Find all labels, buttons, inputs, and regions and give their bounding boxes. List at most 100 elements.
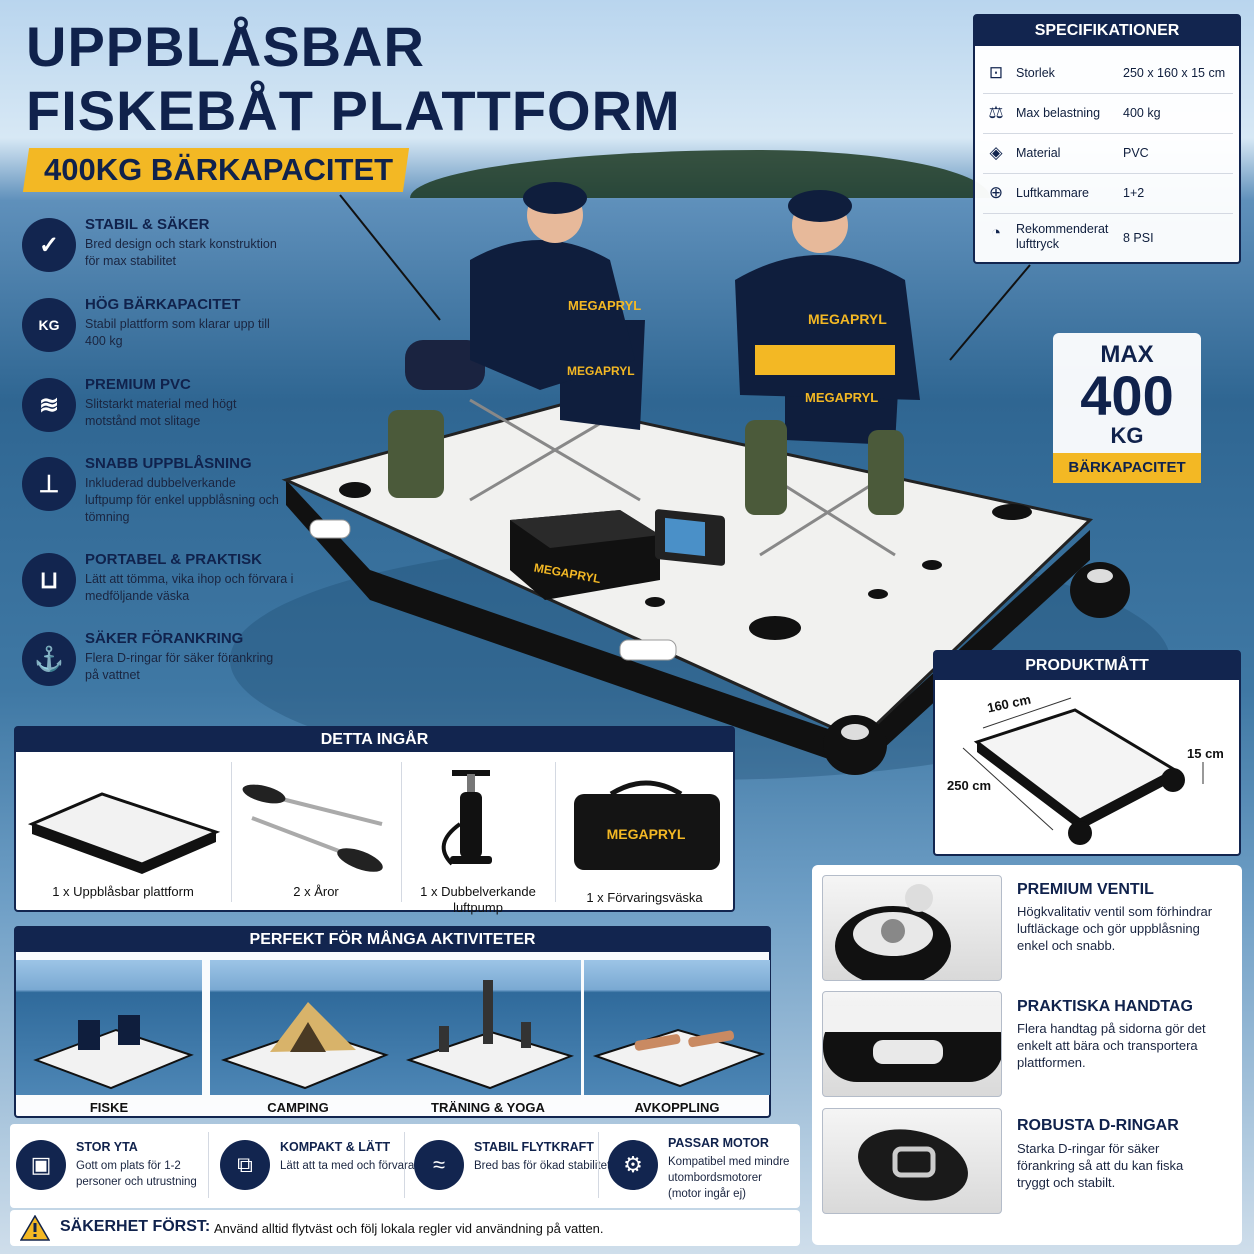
- feature-title: PORTABEL & PRAKTISK: [85, 551, 262, 568]
- included-label: 1 x Uppblåsbar plattform: [52, 884, 194, 899]
- included-oars: 2 x Åror: [232, 756, 400, 906]
- activity-label: CAMPING: [267, 1100, 329, 1115]
- feature-title: SNABB UPPBLÅSNING: [85, 455, 252, 472]
- included-label: 2 x Åror: [293, 884, 339, 899]
- bottom-feature-buoyancy: ≈ STABIL FLYTKRAFT Bred bas för ökad sta…: [414, 1130, 610, 1202]
- page-title-line1: UPPBLÅSBAR: [26, 15, 425, 78]
- feature-capacity: KG HÖG BÄRKAPACITET Stabil plattform som…: [22, 296, 277, 366]
- activity-photo-camping: [210, 960, 396, 1095]
- waves-icon: ≈: [414, 1140, 464, 1190]
- size-icon: ⊡: [988, 63, 1004, 82]
- dimension-height: 15 cm: [1187, 746, 1224, 761]
- jacket-brand-left: MEGAPRYL: [568, 298, 641, 313]
- activities-header: PERFEKT FÖR MÅNGA AKTIVITETER: [16, 928, 769, 952]
- bottom-feature-title: STABIL FLYTKRAFT: [474, 1140, 594, 1154]
- bottom-feature-desc: Bred bas för ökad stabilitet: [474, 1160, 611, 1172]
- spec-key: Luftkammare: [1016, 186, 1089, 200]
- activity-photo-relax: [584, 960, 770, 1095]
- feature-desc: Stabil plattform som klarar upp till 400…: [85, 317, 270, 348]
- spec-key: Material: [1016, 146, 1061, 160]
- activity-label: AVKOPPLING: [634, 1100, 720, 1115]
- max-capacity-label: BÄRKAPACITET: [1053, 453, 1201, 483]
- platform-thumbnail: [27, 792, 221, 874]
- feature-stable: ✓ STABIL & SÄKER Bred design och stark k…: [22, 216, 277, 286]
- detail-desc: Starka D-ringar för säker förankring så …: [1017, 1141, 1184, 1190]
- feature-anchoring: ⚓ SÄKER FÖRANKRING Flera D-ringar för sä…: [22, 630, 277, 700]
- spec-row-size: ⊡ Storlek 250 x 160 x 15 cm: [983, 54, 1233, 94]
- bottom-feature-desc: Lätt att ta med och förvara: [280, 1160, 415, 1172]
- spec-key: Storlek: [1016, 66, 1055, 80]
- float-right: [1070, 562, 1130, 618]
- spec-value: 1+2: [1123, 186, 1145, 200]
- feature-title: HÖG BÄRKAPACITET: [85, 296, 241, 313]
- included-header: DETTA INGÅR: [16, 728, 733, 752]
- max-capacity-badge: MAX 400 KG BÄRKAPACITET: [1053, 333, 1201, 483]
- spec-row-air-chambers: ⊕ Luftkammare 1+2: [983, 174, 1233, 214]
- feature-inflation: ⊥ SNABB UPPBLÅSNING Inkluderad dubbelver…: [22, 455, 279, 525]
- dimension-length: 250 cm: [947, 778, 992, 793]
- spec-value: 8 PSI: [1123, 231, 1154, 245]
- capacity-banner-text: 400KG BÄRKAPACITET: [44, 152, 394, 187]
- compact-icon: ⧉: [220, 1140, 270, 1190]
- pump-thumbnail: [441, 770, 492, 866]
- spec-key: Max belastning: [1016, 106, 1101, 120]
- weight-kg-icon: KG: [22, 298, 76, 352]
- motor-icon: ⚙: [608, 1140, 658, 1190]
- fishing-rod-right: [949, 264, 1031, 361]
- included-panel: DETTA INGÅR 1 x Uppblåsbar plattform 2 x…: [14, 726, 735, 915]
- warning-icon: [20, 1215, 50, 1241]
- spec-row-material: ◈ Material PVC: [983, 134, 1233, 174]
- product-dimensions-panel: PRODUKTMÅTT 160 cm 250 cm 15 cm: [933, 650, 1241, 856]
- chair-brand-right: MEGAPRYL: [805, 390, 878, 405]
- area-icon: ▣: [16, 1140, 66, 1190]
- layers-icon: ≋: [22, 378, 76, 432]
- feature-pvc: ≋ PREMIUM PVC Slitstarkt material med hö…: [22, 376, 277, 446]
- boot-left: [388, 410, 444, 498]
- spec-value: PVC: [1123, 146, 1149, 160]
- spec-row-max-load: ⚖ Max belastning 400 kg: [983, 94, 1233, 134]
- material-icon: ◈: [989, 143, 1003, 162]
- feature-portable: ⊔ PORTABEL & PRAKTISK Lätt att tömma, vi…: [22, 551, 293, 621]
- dimensions-header: PRODUKTMÅTT: [935, 652, 1239, 680]
- bottom-feature-compact: ⧉ KOMPAKT & LÄTT Lätt att ta med och för…: [220, 1130, 414, 1202]
- max-label: MAX: [1100, 341, 1154, 368]
- bottom-feature-desc: Gott om plats för 1-2 personer och utrus…: [76, 1160, 197, 1188]
- bottom-feature-title: PASSAR MOTOR: [668, 1136, 769, 1150]
- chair-brand-left: MEGAPRYL: [567, 364, 635, 378]
- detail-title: PRAKTISKA HANDTAG: [1017, 998, 1193, 1015]
- weight-icon: ⚖: [988, 103, 1004, 122]
- specifications-panel: SPECIFIKATIONER ⊡ Storlek 250 x 160 x 15…: [973, 14, 1241, 264]
- dimensions-diagram: [962, 697, 1204, 845]
- spec-row-pressure: ◔ Rekommenderat lufttryck 8 PSI: [983, 214, 1233, 260]
- gauge-icon: ◔: [990, 223, 1002, 242]
- bag-icon: ⊔: [22, 553, 76, 607]
- fisher-left: [470, 240, 635, 390]
- jacket-brand-right: MEGAPRYL: [808, 311, 887, 327]
- spec-value: 250 x 160 x 15 cm: [1123, 66, 1226, 80]
- handle: [619, 639, 677, 661]
- oars-thumbnail: [242, 784, 383, 872]
- capacity-banner: 400KG BÄRKAPACITET: [22, 148, 410, 192]
- feature-desc: Lätt att tömma, vika ihop och förvara i …: [85, 572, 294, 603]
- feature-title: SÄKER FÖRANKRING: [85, 630, 244, 647]
- included-label: 1 x Dubbelverkande luftpump: [420, 884, 536, 915]
- spec-key: Rekommenderat lufttryck: [1016, 222, 1109, 251]
- details-panel: PREMIUM VENTIL Högkvalitativ ventil som …: [812, 865, 1242, 1245]
- safety-text: Använd alltid flytväst och följ lokala r…: [214, 1221, 604, 1236]
- air-chamber-icon: ⊕: [988, 183, 1004, 202]
- detail-desc: Högkvalitativ ventil som förhindrar luft…: [1017, 904, 1213, 953]
- feature-desc: Flera D-ringar för säker förankring på v…: [85, 651, 274, 682]
- bottom-feature-area: ▣ STOR YTA Gott om plats för 1-2 persone…: [16, 1130, 212, 1202]
- page-title-line2: FISKEBÅT PLATTFORM: [26, 79, 681, 142]
- activities-panel: PERFEKT FÖR MÅNGA AKTIVITETER FISKE CAMP…: [14, 926, 771, 1118]
- detail-desc: Flera handtag på sidorna gör det enkelt …: [1017, 1021, 1206, 1070]
- included-bag: MEGAPRYL 1 x Förvaringsväska: [556, 756, 733, 906]
- safety-title: SÄKERHET FÖRST:: [60, 1218, 211, 1235]
- activity-label: FISKE: [89, 1100, 129, 1115]
- feature-title: PREMIUM PVC: [85, 376, 191, 393]
- activity-label: TRÄNING & YOGA: [431, 1100, 545, 1115]
- detail-title: PREMIUM VENTIL: [1017, 881, 1154, 898]
- feature-desc: Slitstarkt material med högt motstånd mo…: [85, 397, 237, 428]
- max-unit: KG: [1110, 423, 1144, 448]
- feature-desc: Inkluderad dubbelverkande luftpump för e…: [85, 476, 279, 524]
